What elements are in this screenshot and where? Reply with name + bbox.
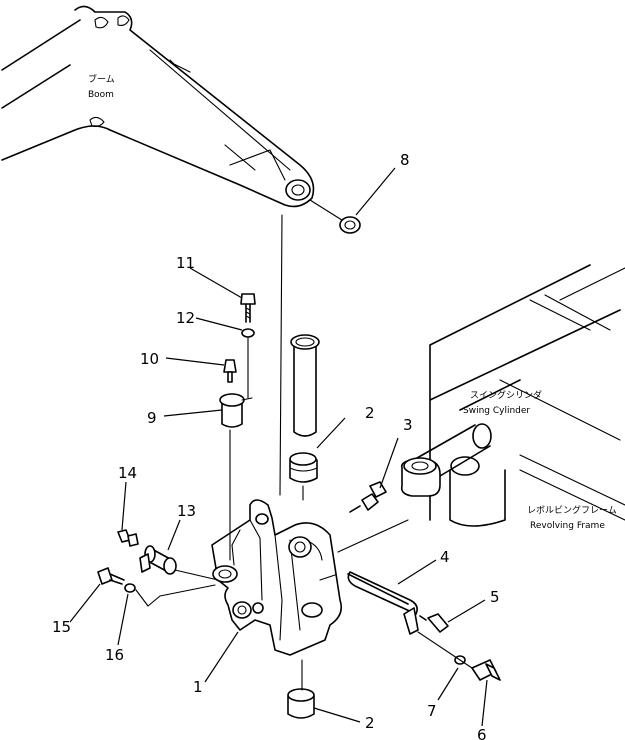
pin-13-centre-line: [174, 569, 219, 581]
callout-2-upper: 2: [365, 404, 375, 422]
pin-4-centre-line: [337, 519, 409, 553]
leader-15: [69, 583, 101, 623]
leader-13: [167, 519, 181, 551]
assembly-bracket-line: [135, 584, 216, 607]
part-13-pin: [139, 545, 177, 575]
callout-12: 12: [176, 309, 195, 327]
swing-cylinder-rod: [400, 423, 492, 497]
leader-2-lower: [313, 707, 361, 723]
callout-9: 9: [147, 409, 157, 427]
part-15-bolt: [97, 567, 125, 585]
leader-14: [121, 481, 127, 531]
swing-cylinder-label-jp: スイングシリンダ: [470, 389, 542, 401]
part-5-fitting: [419, 613, 449, 633]
part-1-swing-bracket: [211, 499, 343, 656]
callout-8: 8: [400, 151, 410, 169]
part-11-bolt: [240, 293, 256, 323]
callout-10: 10: [140, 350, 159, 368]
callout-2-lower: 2: [365, 714, 375, 732]
bolt-6-centre-line: [417, 631, 473, 669]
part-9-collar: [219, 393, 253, 428]
callout-15: 15: [52, 618, 71, 636]
revolving-frame: [429, 264, 625, 527]
callout-4: 4: [440, 548, 450, 566]
callout-6: 6: [477, 726, 487, 740]
callout-1: 1: [193, 678, 203, 696]
callout-5: 5: [490, 588, 500, 606]
boom-label-jp: ブーム: [88, 73, 115, 85]
leader-1: [204, 631, 239, 683]
callout-7: 7: [427, 702, 437, 720]
callout-14: 14: [118, 464, 137, 482]
leader-16: [117, 593, 129, 646]
boom-label-en: Boom: [88, 90, 114, 100]
bushing-2-lower: [287, 688, 315, 719]
revolving-frame-label-en: Revolving Frame: [530, 521, 605, 531]
part-6-bolt: [471, 659, 501, 681]
upper-pin: [290, 334, 320, 437]
part-14-fitting: [117, 529, 139, 547]
centre-line: [279, 214, 283, 496]
leader-10: [165, 357, 225, 366]
leader-3: [379, 437, 399, 489]
leader-5: [447, 599, 486, 623]
part-4-pin: [347, 571, 419, 635]
leader-7: [437, 667, 459, 701]
callout-13: 13: [177, 502, 196, 520]
leader-8: [355, 167, 396, 216]
callout-16: 16: [105, 646, 124, 664]
leader-6: [481, 679, 488, 727]
bushing-2-upper: [289, 452, 318, 483]
part-16-washer: [124, 583, 136, 593]
leader-9: [163, 409, 223, 417]
callout-3: 3: [403, 416, 413, 434]
boom: [1, 5, 315, 208]
part-10-fitting: [223, 359, 237, 383]
part-8-leader-line: [309, 199, 346, 223]
leader-2-upper: [316, 417, 346, 449]
leader-12: [195, 317, 243, 331]
leader-11: [189, 267, 243, 299]
leader-4: [397, 559, 437, 585]
swing-cylinder-label-en: Swing Cylinder: [463, 406, 530, 416]
part-12-washer: [241, 328, 255, 338]
revolving-frame-label-jp: レボルビングフレーム: [527, 504, 617, 516]
part-8-ring: [339, 216, 361, 234]
part-3-grease-fitting: [349, 481, 387, 513]
callout-11: 11: [176, 254, 195, 272]
